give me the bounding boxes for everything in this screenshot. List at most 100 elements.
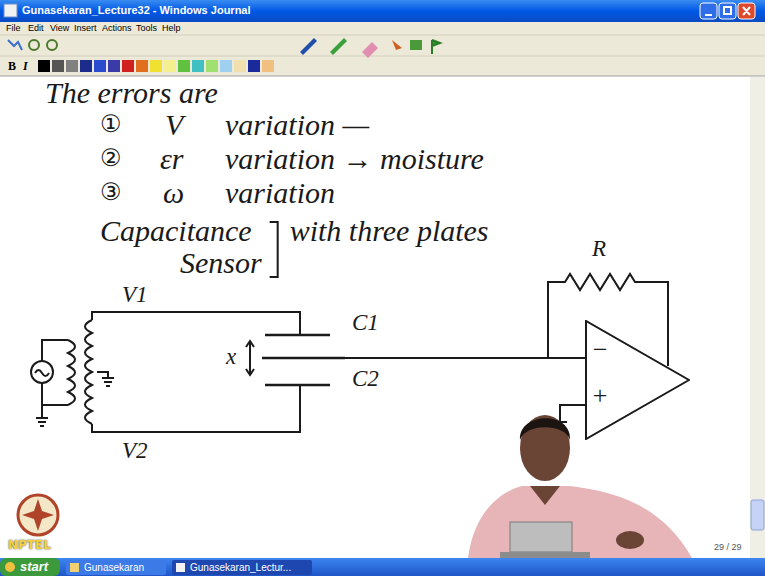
handwritten-symbol: V <box>165 108 183 142</box>
color-swatch <box>192 60 204 72</box>
menu-item: Edit <box>28 23 44 33</box>
pin-sign: + <box>591 382 609 411</box>
start-logo <box>5 562 15 572</box>
color-swatch <box>248 60 260 72</box>
capacitor-plates <box>262 335 345 385</box>
zoom-icon <box>47 40 57 50</box>
feedback-resistor <box>548 274 668 366</box>
component-label: C1 <box>352 310 379 336</box>
color-swatch <box>220 60 232 72</box>
highlighter-icon <box>330 38 347 55</box>
component-label: C2 <box>352 366 379 392</box>
app-icon <box>4 4 17 17</box>
bold-button: B <box>8 59 16 74</box>
maximize-button <box>719 3 736 19</box>
color-swatch <box>234 60 246 72</box>
op-amp-symbol: −+ <box>585 320 690 440</box>
color-swatch <box>94 60 106 72</box>
scroll-thumb <box>751 500 764 530</box>
lecturer-head <box>520 415 570 481</box>
pen-icon <box>300 38 317 55</box>
ground-symbol <box>97 372 114 386</box>
italic-button: I <box>23 59 28 74</box>
ac-source-tilde <box>35 370 49 376</box>
minimize-button <box>700 3 717 19</box>
toolbar-icons <box>8 38 440 58</box>
color-swatch <box>206 60 218 72</box>
folder-icon <box>70 563 79 572</box>
select-icon <box>392 40 402 50</box>
handwritten-note: variation — <box>225 108 369 142</box>
color-swatch <box>66 60 78 72</box>
handwritten-note: variation → moisture <box>225 142 484 176</box>
flag-icon <box>432 40 440 54</box>
handwritten-symbol: ω <box>163 176 184 210</box>
lecturer-hair <box>520 418 570 440</box>
zoom-icon <box>29 40 39 50</box>
displacement-arrow <box>246 341 254 375</box>
color-palette <box>38 60 274 72</box>
taskbar <box>0 558 765 576</box>
taskbar-button <box>172 560 312 575</box>
menu-item: File <box>6 23 21 33</box>
op-amp-outline <box>586 321 689 439</box>
taskbar-button <box>66 560 166 575</box>
color-swatch <box>80 60 92 72</box>
nptel-logo-star <box>22 499 54 531</box>
menu-item: Actions <box>102 23 132 33</box>
secondary-coil <box>85 320 92 424</box>
color-swatch <box>52 60 64 72</box>
menu-item: Tools <box>136 23 157 33</box>
primary-wire <box>42 340 68 418</box>
title-bar <box>0 0 765 22</box>
circuit <box>31 274 668 432</box>
window-title: Gunasekaran_Lecture32 - Windows Journal <box>22 4 251 16</box>
list-number: ① <box>100 110 122 138</box>
journal-icon <box>176 563 185 572</box>
list-number: ③ <box>100 178 122 206</box>
laptop <box>510 522 572 552</box>
toolbar-divider <box>0 56 765 57</box>
component-label: R <box>592 236 606 262</box>
color-swatch <box>150 60 162 72</box>
start-button <box>0 558 60 576</box>
lecturer-shirt <box>468 486 692 558</box>
handwritten-note: with three plates <box>290 214 489 248</box>
pin-sign: − <box>591 336 609 365</box>
color-swatch <box>164 60 176 72</box>
list-number: ② <box>100 144 122 172</box>
window-button-glyphs <box>705 7 750 15</box>
lecturer-hand <box>616 531 644 549</box>
insert-icon <box>410 40 422 50</box>
scrollbar <box>750 77 765 558</box>
signal-name: V2 <box>122 438 148 464</box>
dimension-label: x <box>226 344 236 370</box>
handwritten-symbol: εr <box>160 142 184 176</box>
signal-name: V1 <box>122 282 148 308</box>
color-swatch <box>178 60 190 72</box>
ground-symbol <box>36 418 48 426</box>
secondary-wire <box>92 312 300 432</box>
nptel-logo <box>18 495 58 535</box>
color-swatch <box>122 60 134 72</box>
color-swatch <box>38 60 50 72</box>
toolbar-area <box>0 22 765 76</box>
logo-text: NPTEL <box>8 538 51 552</box>
taskbar-item: Gunasekaran_Lectur... <box>190 562 291 573</box>
menu-item: Insert <box>74 23 97 33</box>
menu-item: Help <box>162 23 181 33</box>
handwritten-heading: Capacitance <box>100 214 252 248</box>
color-swatch <box>136 60 148 72</box>
handwritten-note: variation <box>225 176 335 210</box>
ac-source-symbol <box>31 361 53 383</box>
laptop-base <box>500 552 590 558</box>
taskbar-item: Gunasekaran <box>84 562 144 573</box>
lecturer-neck <box>530 486 560 505</box>
eraser-icon <box>362 42 378 58</box>
bracket <box>270 222 278 277</box>
color-swatch <box>262 60 274 72</box>
menu-item: View <box>50 23 69 33</box>
menu-divider <box>0 35 765 36</box>
color-swatch <box>108 60 120 72</box>
